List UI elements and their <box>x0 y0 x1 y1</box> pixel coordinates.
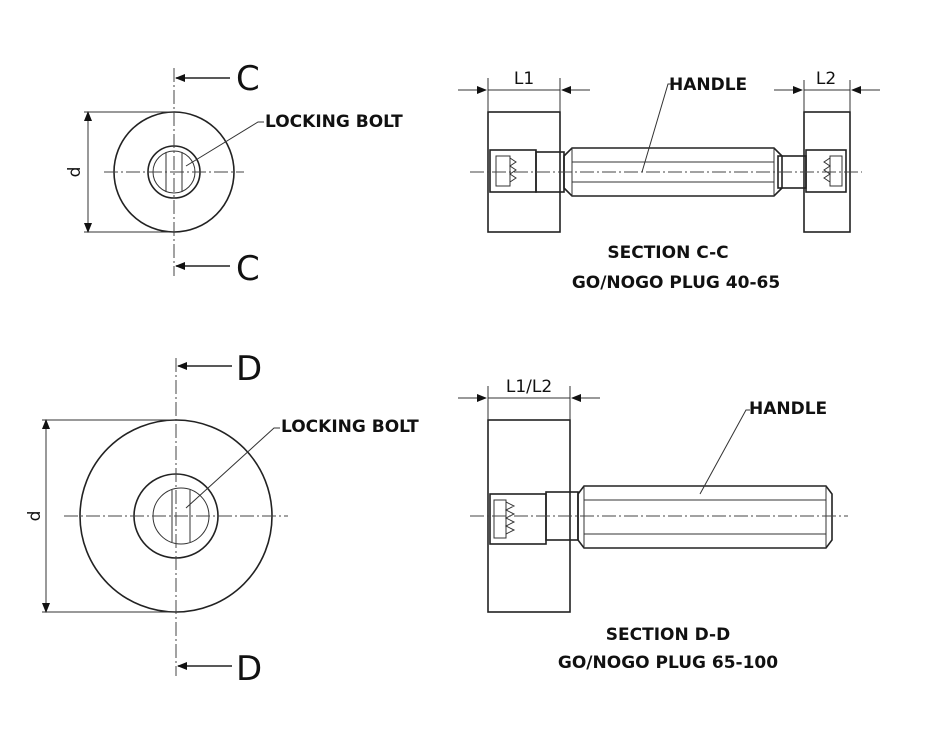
dim-l1l2: L1/L2 <box>506 377 552 397</box>
section-cc-title: SECTION C-C <box>607 243 728 263</box>
section-cc: L1 L2 HANDLE SECTION C-C GO/NOGO PLUG 40… <box>458 69 880 293</box>
locking-bolt-label-top: LOCKING BOLT <box>265 112 403 132</box>
dim-l2: L2 <box>816 69 836 89</box>
dim-d-bottom: d <box>25 511 45 522</box>
locking-bolt-label-bottom: LOCKING BOLT <box>281 417 419 437</box>
cut-d-bottom: D <box>236 649 262 689</box>
handle-label-top: HANDLE <box>669 75 747 95</box>
section-dd: L1/L2 HANDLE SECTION D-D GO/NOGO PLUG 65… <box>458 377 848 673</box>
end-view-d: d D D LOCKING BOLT <box>25 349 419 689</box>
section-cc-subtitle: GO/NOGO PLUG 40-65 <box>572 273 780 293</box>
dim-d-top: d <box>65 167 85 178</box>
dim-l1: L1 <box>514 69 534 89</box>
handle-label-bottom: HANDLE <box>749 399 827 419</box>
cut-d-top: D <box>236 349 262 389</box>
end-view-c: d C C LOCKING BOLT <box>65 59 403 289</box>
cut-c-bottom: C <box>236 249 260 289</box>
section-dd-title: SECTION D-D <box>606 625 730 645</box>
cut-c-top: C <box>236 59 260 99</box>
section-dd-subtitle: GO/NOGO PLUG 65-100 <box>558 653 778 673</box>
